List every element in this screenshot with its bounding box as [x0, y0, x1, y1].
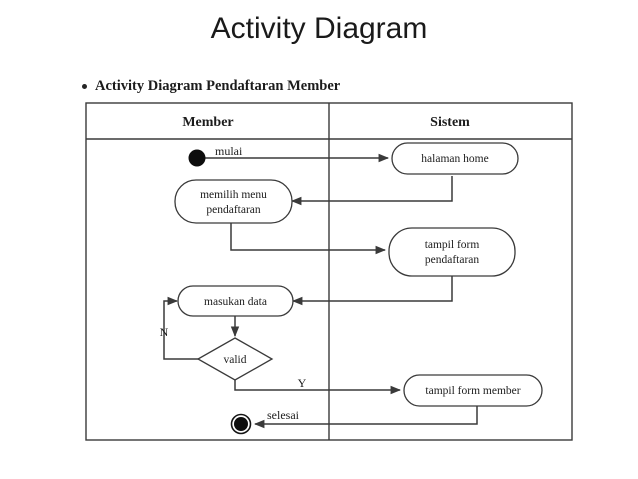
edge-valid-yes-to-tampil-form-member — [234, 379, 402, 395]
node-initial-start — [188, 149, 206, 167]
node-label-tampil-form-member: tampil form member — [425, 385, 520, 397]
edge-label-mulai: mulai — [215, 144, 243, 158]
bullet-item-label: Activity Diagram Pendaftaran Member — [95, 78, 341, 94]
node-label-halaman-home: halaman home — [421, 153, 488, 165]
node-label-memilih-menu-line2: pendaftaran — [206, 204, 261, 216]
edge-memilih-menu-to-tampil-form-pendaftaran — [230, 223, 387, 255]
node-label-masukan-data: masukan data — [204, 296, 267, 308]
node-decision-valid: valid — [196, 337, 274, 381]
node-action-tampil-form-member: tampil form member — [403, 374, 543, 407]
node-action-masukan-data: masukan data — [177, 285, 294, 317]
node-action-halaman-home: halaman home — [391, 142, 519, 175]
edge-label-no: N — [160, 325, 169, 339]
edge-halaman-home-to-memilih-menu — [290, 176, 453, 206]
node-label-valid: valid — [224, 354, 247, 366]
node-label-memilih-menu-line1: memilih menu — [200, 189, 267, 201]
node-action-tampil-form-pendaftaran: tampil form pendaftaran — [388, 227, 516, 277]
swimlane-header-member: Member — [182, 115, 233, 130]
bullet-dot-icon — [82, 84, 87, 89]
node-label-tampil-form-pendaftaran-line2: pendaftaran — [425, 254, 480, 266]
node-final-end — [230, 413, 252, 435]
edge-valid-no-to-masukan-data — [163, 296, 201, 360]
edge-label-selesai: selesai — [267, 408, 300, 422]
node-action-memilih-menu: memilih menu pendaftaran — [174, 179, 293, 224]
page-title: Activity Diagram — [210, 12, 428, 45]
swimlane-header-sistem: Sistem — [430, 115, 470, 130]
bullet-list-item: Activity Diagram Pendaftaran Member — [82, 78, 340, 95]
swimlane-frame — [85, 102, 573, 441]
edge-tampil-form-pendaftaran-to-masukan-data — [291, 276, 453, 306]
node-label-tampil-form-pendaftaran-line1: tampil form — [425, 239, 480, 251]
edge-tampil-form-member-to-end — [253, 406, 478, 429]
edge-label-yes: Y — [298, 376, 307, 390]
